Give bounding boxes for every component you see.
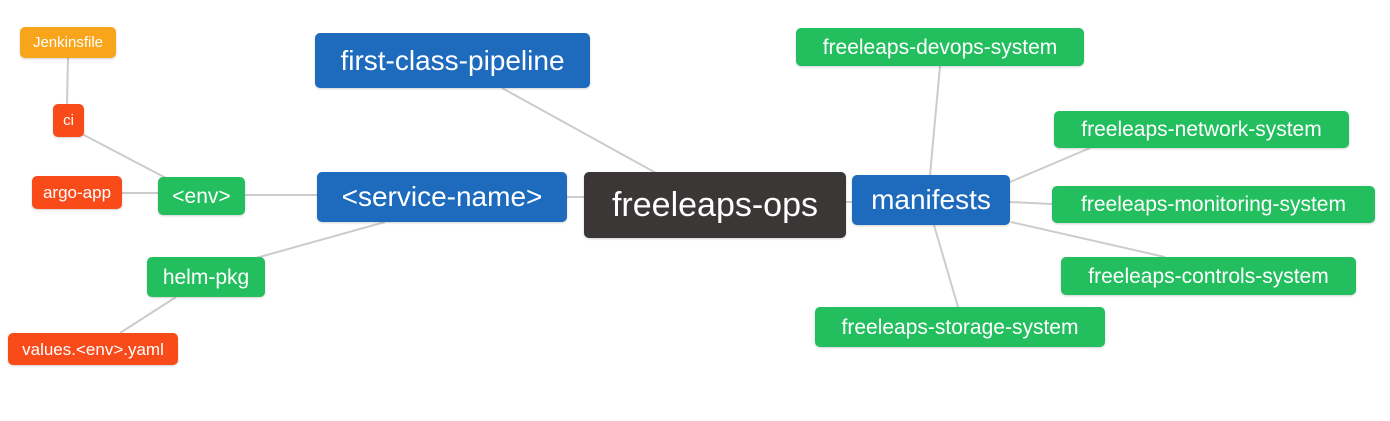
edge-manifests-monitoring <box>1009 201 1053 205</box>
node-ci[interactable]: ci <box>53 104 84 137</box>
node-freeleaps-storage-system[interactable]: freeleaps-storage-system <box>815 307 1105 347</box>
edge-manifests-controls <box>1010 221 1166 258</box>
node-freeleaps-monitoring-system[interactable]: freeleaps-monitoring-system <box>1052 186 1375 223</box>
node-service-name[interactable]: <service-name> <box>317 172 567 222</box>
node-env[interactable]: <env> <box>158 177 245 215</box>
edge-values-helmpkg <box>119 296 177 334</box>
node-freeleaps-network-system[interactable]: freeleaps-network-system <box>1054 111 1349 148</box>
edge-manifests-network <box>1009 147 1091 183</box>
edge-pipeline-ops <box>501 87 657 174</box>
node-first-class-pipeline[interactable]: first-class-pipeline <box>315 33 590 88</box>
node-helm-pkg[interactable]: helm-pkg <box>147 257 265 297</box>
node-freeleaps-devops-system[interactable]: freeleaps-devops-system <box>796 28 1084 66</box>
node-argo-app[interactable]: argo-app <box>32 176 122 209</box>
node-values-env-yaml[interactable]: values.<env>.yaml <box>8 333 178 365</box>
node-freeleaps-ops-root[interactable]: freeleaps-ops <box>584 172 846 238</box>
edge-helmpkg-servicename <box>255 221 386 259</box>
edge-ci-env <box>81 133 167 179</box>
edge-manifests-storage <box>933 224 959 308</box>
edge-manifests-devops <box>929 65 941 176</box>
node-jenkinsfile[interactable]: Jenkinsfile <box>20 27 116 58</box>
node-manifests[interactable]: manifests <box>852 175 1010 225</box>
node-freeleaps-controls-system[interactable]: freeleaps-controls-system <box>1061 257 1356 295</box>
edge-jenkinsfile-ci <box>66 57 69 105</box>
